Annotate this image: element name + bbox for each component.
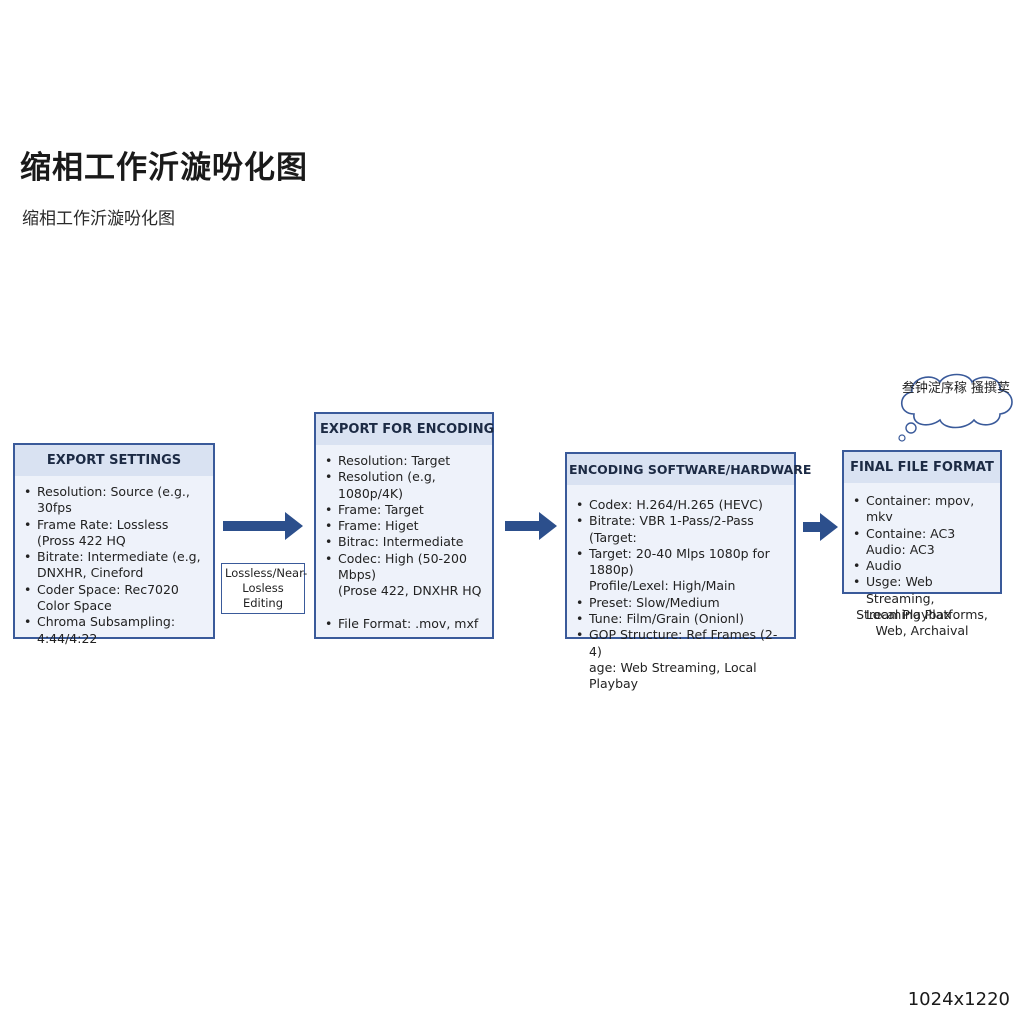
- list-item: Frame: Higet: [325, 518, 484, 535]
- flow-arrow-right-icon: [223, 512, 303, 540]
- lossless-editing-label: Lossless/Near-Losless Editing: [221, 563, 307, 614]
- list-item: age: Web Streaming, Local Playbay: [589, 659, 757, 692]
- list-item: Frame Rate: Lossless: [24, 517, 205, 534]
- thought-bubble-icon: [898, 373, 1013, 442]
- list-item: (Prose 422, DNXHR HQ: [338, 583, 482, 599]
- list-item: Resolution: Target: [325, 453, 484, 470]
- list-item: Codec: High (50-200 Mbps): [325, 551, 484, 584]
- list-item: Color Space: [37, 598, 112, 614]
- thought-bubble-text: 叁钟淀序稼 搔撰荬: [901, 381, 1011, 396]
- list-item: GOP Structure: Ref Frames (2-4): [576, 627, 786, 660]
- list-item: Resolution: Source (e.g., 30fps: [24, 484, 205, 517]
- list-item: Chroma Subsampling:: [24, 614, 205, 631]
- thought-bubble: 叁钟淀序稼 搔撰荬: [894, 370, 1018, 450]
- flow-arrow-right-icon: [803, 513, 838, 541]
- list-item: Container: mpov, mkv: [853, 493, 992, 526]
- list-item: Containe: AC3: [853, 526, 992, 543]
- list-item: Bitrac: Intermediate: [325, 534, 484, 551]
- box-header: ENCODING SOFTWARE/HARDWARE: [567, 454, 811, 485]
- list-item: Bitrate: Intermediate (e.g,: [24, 549, 205, 566]
- box-header: EXPORT FOR ENCODING: [316, 414, 494, 445]
- box-item-list: Codex: H.264/H.265 (HEVC) Bitrate: VBR 1…: [567, 485, 794, 693]
- list-item: Usge: Web Streaming,: [853, 574, 992, 607]
- list-item: Target: 20-40 Mlps 1080p for 1880p): [576, 546, 786, 579]
- final-file-format-box: FINAL FILE FORMAT Container: mpov, mkv C…: [842, 450, 1002, 622]
- list-item: Resolution (e.g, 1080p/4K): [325, 469, 484, 502]
- list-item: Codex: H.264/H.265 (HEVC): [576, 497, 786, 514]
- list-item: Audio: AC3: [866, 541, 935, 557]
- list-item: Preset: Slow/Medium: [576, 595, 786, 612]
- list-item: File Format: .mov, mxf: [325, 616, 484, 633]
- list-item: Profile/Lexel: High/Main: [589, 578, 736, 594]
- box-header: EXPORT SETTINGS: [15, 445, 213, 476]
- list-item: (Pross 422 HQ: [37, 532, 126, 548]
- list-item: DNXHR, Cineford: [37, 565, 144, 581]
- dimension-label: 1024x1220: [907, 989, 1010, 1010]
- box-item-list: Resolution: Target Resolution (e.g, 1080…: [316, 445, 492, 632]
- diagram-subtitle: 缩相工作沂漩吩化图: [22, 209, 175, 229]
- export-for-encoding-box: EXPORT FOR ENCODING Resolution: Target R…: [314, 412, 494, 639]
- list-item: Audio: [853, 558, 992, 575]
- list-item: 4:44/4:22: [37, 630, 98, 646]
- box-item-list: Resolution: Source (e.g., 30fps Frame Ra…: [15, 476, 213, 647]
- diagram-title: 缩相工作沂漩吩化图: [20, 150, 308, 186]
- list-item: Bitrate: VBR 1-Pass/2-Pass (Target:: [576, 513, 786, 546]
- flow-arrow-right-icon: [505, 512, 557, 540]
- box-item-list: Container: mpov, mkv Containe: AC3 Audio…: [844, 483, 1000, 623]
- list-item: Tune: Film/Grain (Onionl): [576, 611, 786, 628]
- box-header: FINAL FILE FORMAT: [844, 452, 1000, 483]
- list-item: Local Playbax: [866, 607, 952, 623]
- encoding-software-box: ENCODING SOFTWARE/HARDWARE Codex: H.264/…: [565, 452, 811, 691]
- list-item: Coder Space: Rec7020: [24, 582, 205, 599]
- destination-note: Streaming Platforms, Web, Archaival: [856, 607, 988, 638]
- list-item: Frame: Target: [325, 502, 484, 519]
- export-settings-box: EXPORT SETTINGS Resolution: Source (e.g.…: [13, 443, 215, 646]
